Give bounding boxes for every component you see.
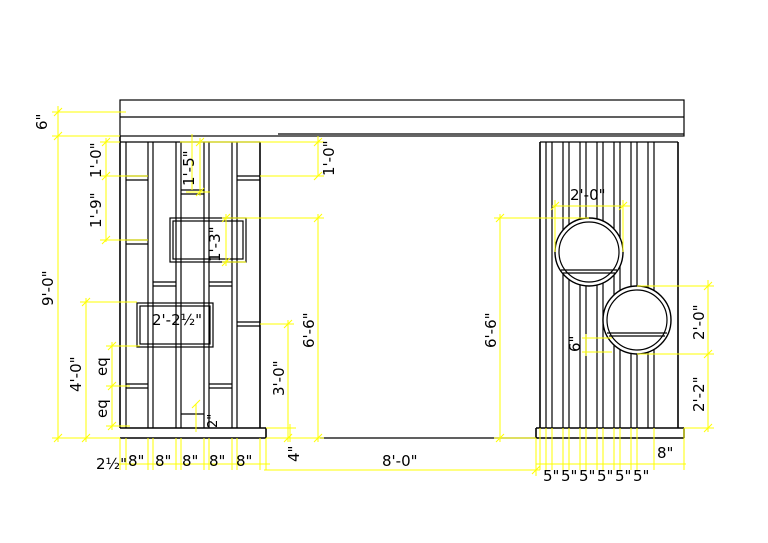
dim-right-spacing-3: 5"	[579, 467, 595, 485]
lower-box	[136, 302, 214, 348]
dim-left-lower-total: 4'-0"	[67, 356, 85, 392]
dim-eq-lower: eq	[93, 399, 111, 418]
dim-right-end: 8"	[657, 444, 673, 462]
dim-center-opening: 8'-0"	[382, 452, 418, 470]
dim-right-spacing-1: 5"	[543, 467, 559, 485]
dim-left-top-gap: 1'-0"	[87, 142, 105, 178]
dim-total-height: 9'-0"	[39, 270, 57, 306]
dim-circle-width: 2'-0"	[570, 186, 606, 204]
dim-right-top-gap: 1'-0"	[320, 140, 338, 176]
dim-circle-height: 2'-0"	[690, 304, 708, 340]
dim-right-spacing-5: 5"	[615, 467, 631, 485]
top-beam	[119, 99, 685, 137]
structure	[119, 99, 685, 439]
dim-left-margin: 2½"	[96, 455, 127, 473]
dim-left-spacing-4: 8"	[209, 452, 225, 470]
dim-circle-base: 2'-2"	[690, 376, 708, 412]
dim-top-band: 6"	[33, 114, 51, 130]
dim-left-spacing-5: 8"	[236, 452, 252, 470]
dim-circle-offset: 6"	[566, 336, 584, 352]
dim-right-panel-height: 6'-6"	[482, 312, 500, 348]
dim-eq-upper: eq	[93, 357, 111, 376]
left-panel	[119, 136, 267, 439]
dim-base-gap: 4"	[285, 446, 303, 462]
dimension-labels: 6" 9'-0" 1'-0" 1'-9" 1'-5" 1'-3" 1'-0" 4…	[33, 114, 708, 485]
dim-right-spacing-6: 5"	[633, 467, 649, 485]
upper-box	[169, 217, 247, 263]
upper-circle-niche	[554, 217, 624, 287]
dimension-lines	[52, 106, 714, 476]
dim-left-spacing-1: 8"	[128, 452, 144, 470]
right-panel	[535, 141, 685, 439]
dim-left-upper: 1'-9"	[87, 192, 105, 228]
dim-slot-offset: 1'-5"	[180, 150, 198, 186]
dim-right-spacing-4: 5"	[597, 467, 613, 485]
lower-circle-niche	[602, 285, 672, 355]
dim-left-spacing-3: 8"	[182, 452, 198, 470]
dim-left-panel-height: 6'-6"	[300, 312, 318, 348]
dim-lower-height: 3'-0"	[270, 360, 288, 396]
dim-small-gap: 2"	[206, 414, 221, 428]
dim-box-height: 1'-3"	[206, 226, 224, 262]
dim-left-spacing-2: 8"	[155, 452, 171, 470]
dim-box-width: 2'-2½"	[152, 311, 202, 329]
dim-right-spacing-2: 5"	[561, 467, 577, 485]
